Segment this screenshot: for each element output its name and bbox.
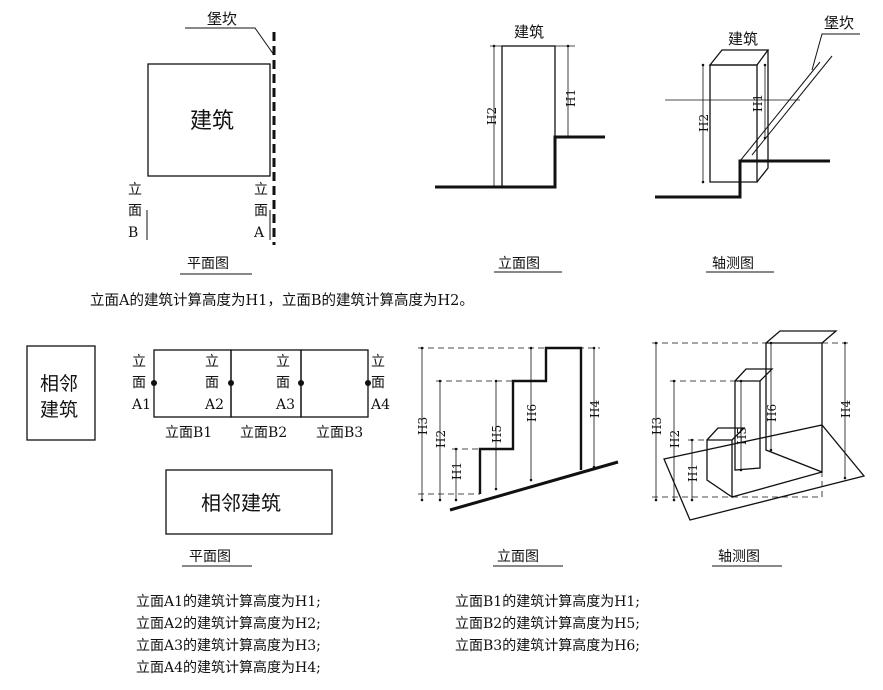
top-plan-facade-b-3: B bbox=[128, 225, 138, 241]
bottom-plan-a4-2: 面 bbox=[371, 375, 385, 391]
top-elev-ground bbox=[435, 135, 605, 189]
bottom-plan-b1-label: 立面B1 bbox=[165, 425, 212, 441]
bottom-plan-a1-3: A1 bbox=[131, 397, 151, 413]
bottom-plan-a2-2: 面 bbox=[205, 375, 219, 391]
top-axon-top-face bbox=[708, 49, 770, 66]
top-plan bbox=[146, 27, 276, 275]
note-b3: 立面B3的建筑计算高度为H6; bbox=[455, 638, 641, 654]
bottom-elev-h1-label: H1 bbox=[450, 462, 464, 480]
bottom-plan-b2-label: 立面B2 bbox=[240, 425, 287, 441]
top-note: 立面A的建筑计算高度为H1，立面B的建筑计算高度为H2。 bbox=[90, 293, 474, 309]
top-plan-parapet-leader bbox=[185, 27, 275, 56]
top-axon-slope-1 bbox=[739, 61, 821, 162]
bottom-axon-h2-label: H2 bbox=[668, 430, 682, 448]
bottom-plan-a3-1: 立 bbox=[276, 354, 290, 370]
bottom-axon-h1-label: H1 bbox=[686, 464, 700, 482]
top-axon-parapet-leader bbox=[811, 33, 860, 71]
bottom-plan-a3-2: 面 bbox=[276, 375, 290, 391]
bottom-elev-h3-label: H3 bbox=[416, 417, 430, 435]
bottom-plan-a4-3: A4 bbox=[370, 397, 390, 413]
bottom-elev-h5-label: H5 bbox=[490, 425, 504, 443]
top-elevation bbox=[435, 44, 605, 273]
top-axon-caption: 轴测图 bbox=[712, 256, 754, 272]
bottom-axon-block1-top bbox=[706, 427, 746, 441]
top-axon-parapet-label: 堡坎 bbox=[824, 14, 854, 32]
bottom-elev-ground bbox=[449, 460, 619, 512]
bottom-adjacent-side-label-2: 建筑 bbox=[40, 399, 78, 421]
bottom-plan-adjacent-box bbox=[165, 469, 333, 535]
note-a1: 立面A1的建筑计算高度为H1; bbox=[136, 594, 321, 610]
note-a4: 立面A4的建筑计算高度为H4; bbox=[136, 660, 321, 676]
top-plan-building-label: 建筑 bbox=[190, 109, 234, 134]
top-elev-h2-label: H2 bbox=[485, 107, 499, 125]
bottom-plan-caption: 平面图 bbox=[189, 549, 231, 565]
bottom-axon-h4-label: H4 bbox=[839, 400, 853, 418]
top-plan-facade-a-2: 面 bbox=[254, 203, 268, 219]
bottom-axon bbox=[652, 330, 866, 567]
bottom-plan-a4-1: 立 bbox=[371, 354, 385, 370]
bottom-axon-base-edge bbox=[731, 471, 823, 498]
top-elev-building-label: 建筑 bbox=[514, 23, 544, 41]
bottom-plan-a3-3: A3 bbox=[275, 397, 295, 413]
bottom-axon-h3-label: H3 bbox=[650, 417, 664, 435]
top-axon-h2-label: H2 bbox=[697, 114, 711, 132]
top-elev-caption: 立面图 bbox=[498, 256, 540, 272]
bottom-axon-h6-label: H6 bbox=[765, 404, 779, 422]
bottom-axon-caption: 轴测图 bbox=[718, 549, 760, 565]
bottom-plan bbox=[153, 349, 369, 567]
bottom-axon-extension-lines bbox=[652, 342, 850, 498]
bottom-axon-block2-front bbox=[734, 380, 761, 471]
bottom-plan-b3-label: 立面B3 bbox=[316, 425, 363, 441]
top-plan-facade-a-1: 立 bbox=[254, 182, 268, 198]
top-axon-building-label: 建筑 bbox=[728, 30, 758, 48]
bottom-elev-caption: 立面图 bbox=[497, 549, 539, 565]
bottom-adjacent-side-box bbox=[26, 345, 96, 441]
top-plan-caption: 平面图 bbox=[187, 256, 229, 272]
top-axon-front-face bbox=[709, 64, 758, 183]
bottom-elev-h2-label: H2 bbox=[434, 430, 448, 448]
top-plan-facade-a-3: A bbox=[253, 225, 265, 241]
bottom-plan-mass-3 bbox=[300, 349, 369, 418]
bottom-plan-adjacent-label: 相邻建筑 bbox=[201, 491, 281, 515]
top-elev-building bbox=[501, 45, 556, 188]
bottom-plan-a1-2: 面 bbox=[132, 375, 146, 391]
top-plan-building-outline bbox=[147, 63, 271, 177]
bottom-axon-block3-top bbox=[765, 330, 838, 344]
bottom-plan-a2-3: A2 bbox=[204, 397, 224, 413]
bottom-elev-stepped-outline bbox=[478, 346, 583, 494]
top-axon-ground bbox=[655, 159, 830, 199]
bottom-elev-h4-label: H4 bbox=[588, 400, 602, 418]
bottom-plan-facade-dots bbox=[151, 380, 371, 386]
bottom-axon-sloped-plane bbox=[663, 424, 866, 521]
top-axon-h1-label: H1 bbox=[751, 94, 765, 112]
note-a3: 立面A3的建筑计算高度为H3; bbox=[136, 638, 321, 654]
note-a2: 立面A2的建筑计算高度为H2; bbox=[136, 616, 321, 632]
top-plan-parapet-label: 堡坎 bbox=[207, 10, 237, 28]
bottom-adjacent-side-label-1: 相邻 bbox=[40, 373, 78, 395]
bottom-axon-h5-label: H5 bbox=[735, 427, 749, 445]
top-elev-h1-label: H1 bbox=[564, 89, 578, 107]
top-plan-facade-b-1: 立 bbox=[128, 182, 142, 198]
bottom-elev-extension-lines bbox=[418, 347, 600, 495]
top-plan-facade-b-2: 面 bbox=[128, 203, 142, 219]
top-axon bbox=[655, 33, 860, 273]
bottom-axon-dimension-lines bbox=[654, 341, 847, 502]
top-axon-side-face bbox=[756, 50, 769, 183]
bottom-plan-a2-1: 立 bbox=[205, 354, 219, 370]
bottom-elev-h6-label: H6 bbox=[525, 404, 539, 422]
note-b1: 立面B1的建筑计算高度为H1; bbox=[455, 594, 641, 610]
bottom-elev-dimension-lines bbox=[420, 346, 596, 502]
bottom-plan-a1-1: 立 bbox=[132, 354, 146, 370]
bottom-elevation bbox=[418, 346, 619, 567]
note-b2: 立面B2的建筑计算高度为H5; bbox=[455, 616, 641, 632]
